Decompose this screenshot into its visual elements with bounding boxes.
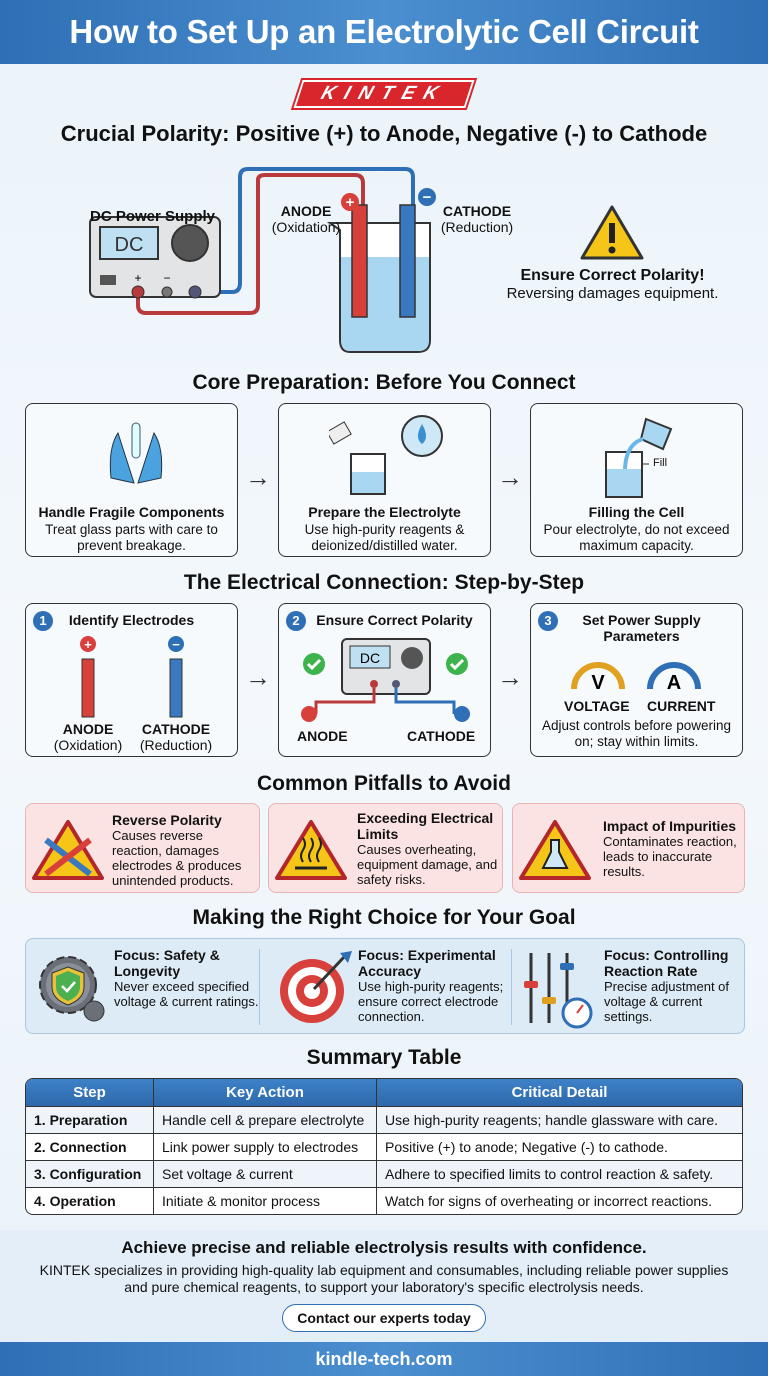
page-title: How to Set Up an Electrolytic Cell Circu… xyxy=(0,0,768,64)
heat-warning-icon xyxy=(275,820,347,880)
cathode-label: CATHODE xyxy=(442,203,512,219)
svg-text:A: A xyxy=(667,672,681,694)
svg-text:+: + xyxy=(134,271,141,285)
goals-heading: Making the Right Choice for Your Goal xyxy=(192,906,576,929)
connection-heading: The Electrical Connection: Step-by-Step xyxy=(183,571,585,594)
pitfalls-heading: Common Pitfalls to Avoid xyxy=(257,772,511,795)
positive-wire xyxy=(136,173,365,315)
svg-text:DC: DC xyxy=(360,650,380,666)
step-number: 1 xyxy=(33,611,53,631)
impurities-warning-icon xyxy=(519,820,591,880)
step-card: 2 Ensure Correct Polarity DC ANODE CATHO… xyxy=(278,603,491,757)
target-icon xyxy=(280,951,352,1023)
power-supply-label: DC Power Supply xyxy=(90,208,216,225)
svg-text:−: − xyxy=(172,637,180,652)
step-number: 3 xyxy=(538,611,558,631)
warning-text: Reversing damages equipment. xyxy=(506,285,719,302)
svg-text:−: − xyxy=(423,189,432,206)
step-number: 2 xyxy=(286,611,306,631)
svg-text:+: + xyxy=(84,637,92,652)
arrow-icon: → xyxy=(497,662,523,692)
filling-beaker-icon xyxy=(605,417,673,498)
negative-wire xyxy=(205,167,415,294)
power-supply-check-icon: DC xyxy=(301,638,470,722)
prep-card: Fill Filling the Cell Pour electrolyte, … xyxy=(530,403,743,557)
plus-icon xyxy=(341,193,359,211)
contact-experts-button[interactable]: Contact our experts today xyxy=(282,1304,486,1332)
arrow-icon: → xyxy=(497,462,523,492)
polarity-heading: Crucial Polarity: Positive (+) to Anode,… xyxy=(60,121,708,146)
prep-card: Handle Fragile Components Treat glass pa… xyxy=(25,403,238,557)
svg-text:V: V xyxy=(591,672,605,694)
arrow-icon: → xyxy=(245,462,271,492)
electrolytic-cell-diagram: DC + − + − xyxy=(89,167,644,353)
dc-power-supply-icon: DC + − xyxy=(89,216,221,299)
minus-icon xyxy=(418,188,436,206)
column-header: Key Action xyxy=(153,1079,376,1106)
warning-icon xyxy=(580,205,644,260)
footer-cta: Achieve precise and reliable electrolysi… xyxy=(0,1230,768,1342)
reagent-beaker-icon xyxy=(329,415,443,495)
svg-text:+: + xyxy=(346,194,355,211)
footer-heading: Achieve precise and reliable electrolysi… xyxy=(121,1238,647,1257)
svg-text:DC: DC xyxy=(115,234,144,256)
prep-heading: Core Preparation: Before You Connect xyxy=(192,371,576,394)
step-card: 1 Identify Electrodes +− ANODE(Oxidation… xyxy=(25,603,238,757)
footer-text: KINTEK specializes in providing high-qua… xyxy=(39,1262,729,1295)
reverse-polarity-warning-icon xyxy=(32,820,104,880)
column-header: Critical Detail xyxy=(376,1079,742,1106)
divider xyxy=(511,949,512,1025)
gear-shield-icon xyxy=(39,956,105,1022)
cathode-electrode xyxy=(399,204,416,318)
cathode-sub: (Reduction) xyxy=(440,219,514,235)
summary-heading: Summary Table xyxy=(306,1046,462,1069)
kintek-logo: KINTEK xyxy=(291,78,477,110)
gloved-hands-icon xyxy=(109,422,163,484)
anode-electrode xyxy=(351,204,368,318)
prep-card: Prepare the Electrolyte Use high-purity … xyxy=(278,403,491,557)
electrodes-icon: +− xyxy=(80,636,184,718)
fill-label: Fill xyxy=(653,457,668,469)
anode-label: ANODE xyxy=(280,203,332,219)
svg-text:−: − xyxy=(163,271,170,285)
warning-title: Ensure Correct Polarity! xyxy=(520,267,705,284)
beaker-icon xyxy=(326,204,431,353)
column-header: Step xyxy=(26,1079,153,1106)
sliders-stopwatch-icon xyxy=(524,953,593,1029)
website-link[interactable]: kindle-tech.com xyxy=(0,1342,768,1376)
anode-sub: (Oxidation) xyxy=(271,219,341,235)
divider xyxy=(259,949,260,1025)
arrow-icon: → xyxy=(245,662,271,692)
